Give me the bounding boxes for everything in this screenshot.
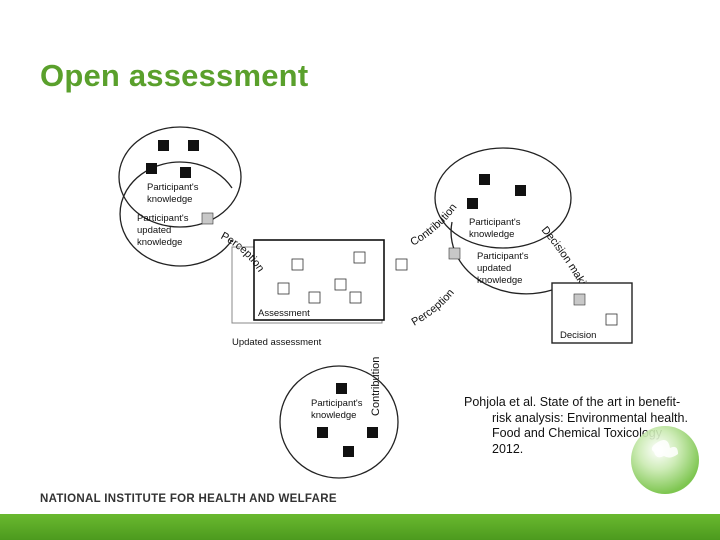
perception-right-label: Perception: [410, 287, 457, 329]
decision-item-grey: [573, 293, 586, 306]
knowledge-item: [180, 167, 191, 178]
assessment-item: [334, 278, 347, 291]
knowledge-item: [367, 427, 378, 438]
knowledge-item-grey: [448, 247, 461, 260]
knowledge-item: [317, 427, 328, 438]
updated-assessment-label: Updated assessment: [232, 337, 322, 348]
knowledge-item: [146, 163, 157, 174]
assessment-label: Assessment: [258, 308, 310, 319]
knowledge-item: [158, 140, 169, 151]
assessment-item: [291, 258, 304, 271]
citation-text: Pohjola et al. State of the art in benef…: [464, 395, 688, 456]
decision-box: [551, 282, 633, 344]
decision-label: Decision: [560, 330, 596, 341]
bottom-knowledge-circle: [279, 365, 399, 479]
assessment-item: [349, 291, 362, 304]
left-updated-knowledge-label: Participant's updated knowledge: [137, 213, 191, 248]
left-updated-knowledge-arc: [119, 161, 233, 267]
knowledge-item: [467, 198, 478, 209]
right-updated-knowledge-label: Participant's updated knowledge: [477, 251, 531, 286]
bottom-knowledge-label: Participant's knowledge: [311, 398, 365, 421]
organization-name: NATIONAL INSTITUTE FOR HEALTH AND WELFAR…: [40, 493, 337, 505]
contribution-bottom-label: Contribution: [370, 357, 382, 416]
footer-bar: [0, 514, 720, 540]
assessment-item: [308, 291, 321, 304]
assessment-item: [353, 251, 366, 264]
knowledge-item-grey: [201, 212, 214, 225]
knowledge-item: [479, 174, 490, 185]
knowledge-item: [336, 383, 347, 394]
globe-logo-icon: [631, 426, 699, 494]
assessment-item: [395, 258, 408, 271]
left-knowledge-label: Participant's knowledge: [147, 182, 201, 205]
right-knowledge-circle: [434, 147, 572, 249]
right-knowledge-label: Participant's knowledge: [469, 217, 523, 240]
citation: Pohjola et al. State of the art in benef…: [464, 395, 694, 457]
decision-item: [605, 313, 618, 326]
slide-title: Open assessment: [40, 58, 309, 93]
knowledge-item: [188, 140, 199, 151]
right-updated-knowledge-arc: [450, 221, 553, 295]
knowledge-item: [515, 185, 526, 196]
knowledge-item: [343, 446, 354, 457]
assessment-item: [277, 282, 290, 295]
left-knowledge-circle: [118, 126, 242, 228]
